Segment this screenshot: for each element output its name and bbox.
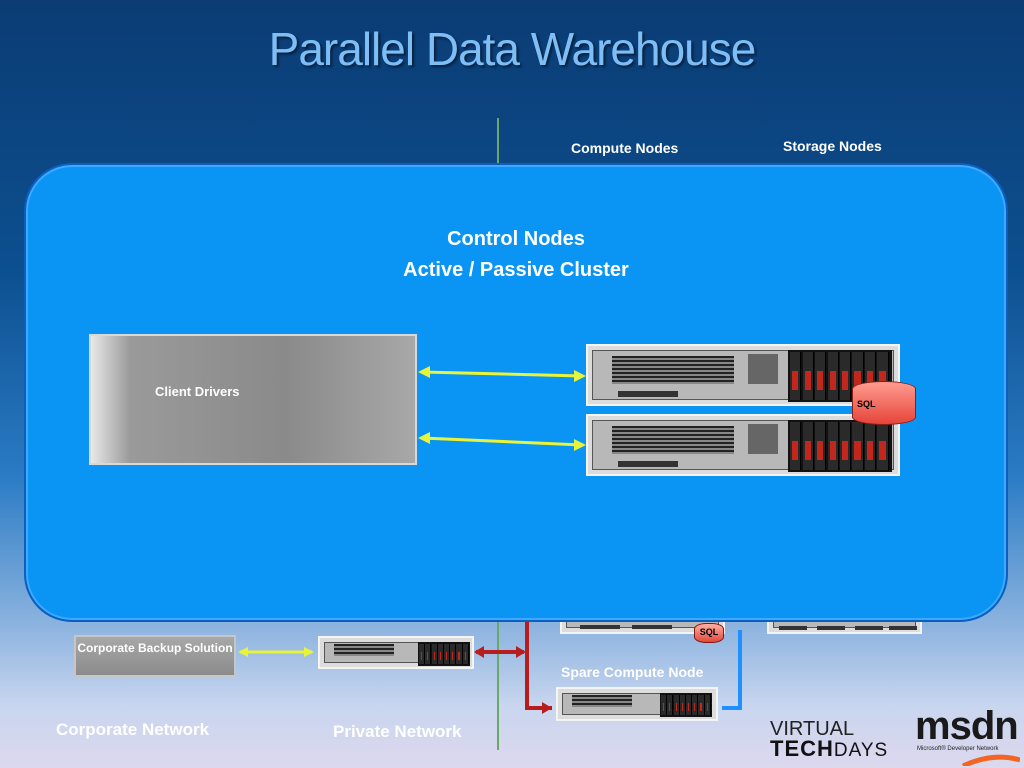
virtual-techdays-logo: VIRTUAL TECHDAYS — [770, 718, 910, 762]
sql-label: SQL — [857, 399, 876, 409]
spare-compute-node-server — [556, 687, 718, 721]
msdn-logo: msdn Microsoft® Developer Network — [915, 704, 1020, 766]
client-drivers-box: Client Drivers — [89, 334, 417, 465]
page-title: Parallel Data Warehouse — [268, 23, 757, 75]
control-nodes-title: Control Nodes — [447, 228, 585, 250]
logo-days-text: DAYS — [833, 740, 889, 761]
logo-msdn-subtitle: Microsoft® Developer Network — [917, 746, 999, 752]
logo-msdn-text: msdn — [915, 704, 1019, 748]
logo-tech-text: TECH — [770, 736, 834, 761]
spare-compute-node-label: Spare Compute Node — [561, 664, 704, 680]
sql-database-icon: SQL — [852, 381, 916, 425]
corporate-backup-box: Corporate Backup Solution — [74, 635, 236, 677]
private-network-label: Private Network — [333, 722, 462, 741]
compute-sql-badge: SQL — [694, 623, 724, 643]
compute-sql-label: SQL — [699, 627, 719, 637]
control-node-active-server — [586, 344, 900, 406]
corporate-network-label: Corporate Network — [56, 720, 210, 739]
storage-nodes-header: Storage Nodes — [783, 138, 882, 154]
logo-virtual-text: VIRTUAL — [770, 718, 855, 740]
client-drivers-label: Client Drivers — [155, 384, 240, 399]
cluster-subtitle: Active / Passive Cluster — [403, 259, 629, 281]
msdn-swoosh-icon — [961, 754, 1020, 766]
backup-node-server — [318, 636, 474, 669]
compute-nodes-header: Compute Nodes — [571, 140, 679, 156]
control-node-passive-server — [586, 414, 900, 476]
